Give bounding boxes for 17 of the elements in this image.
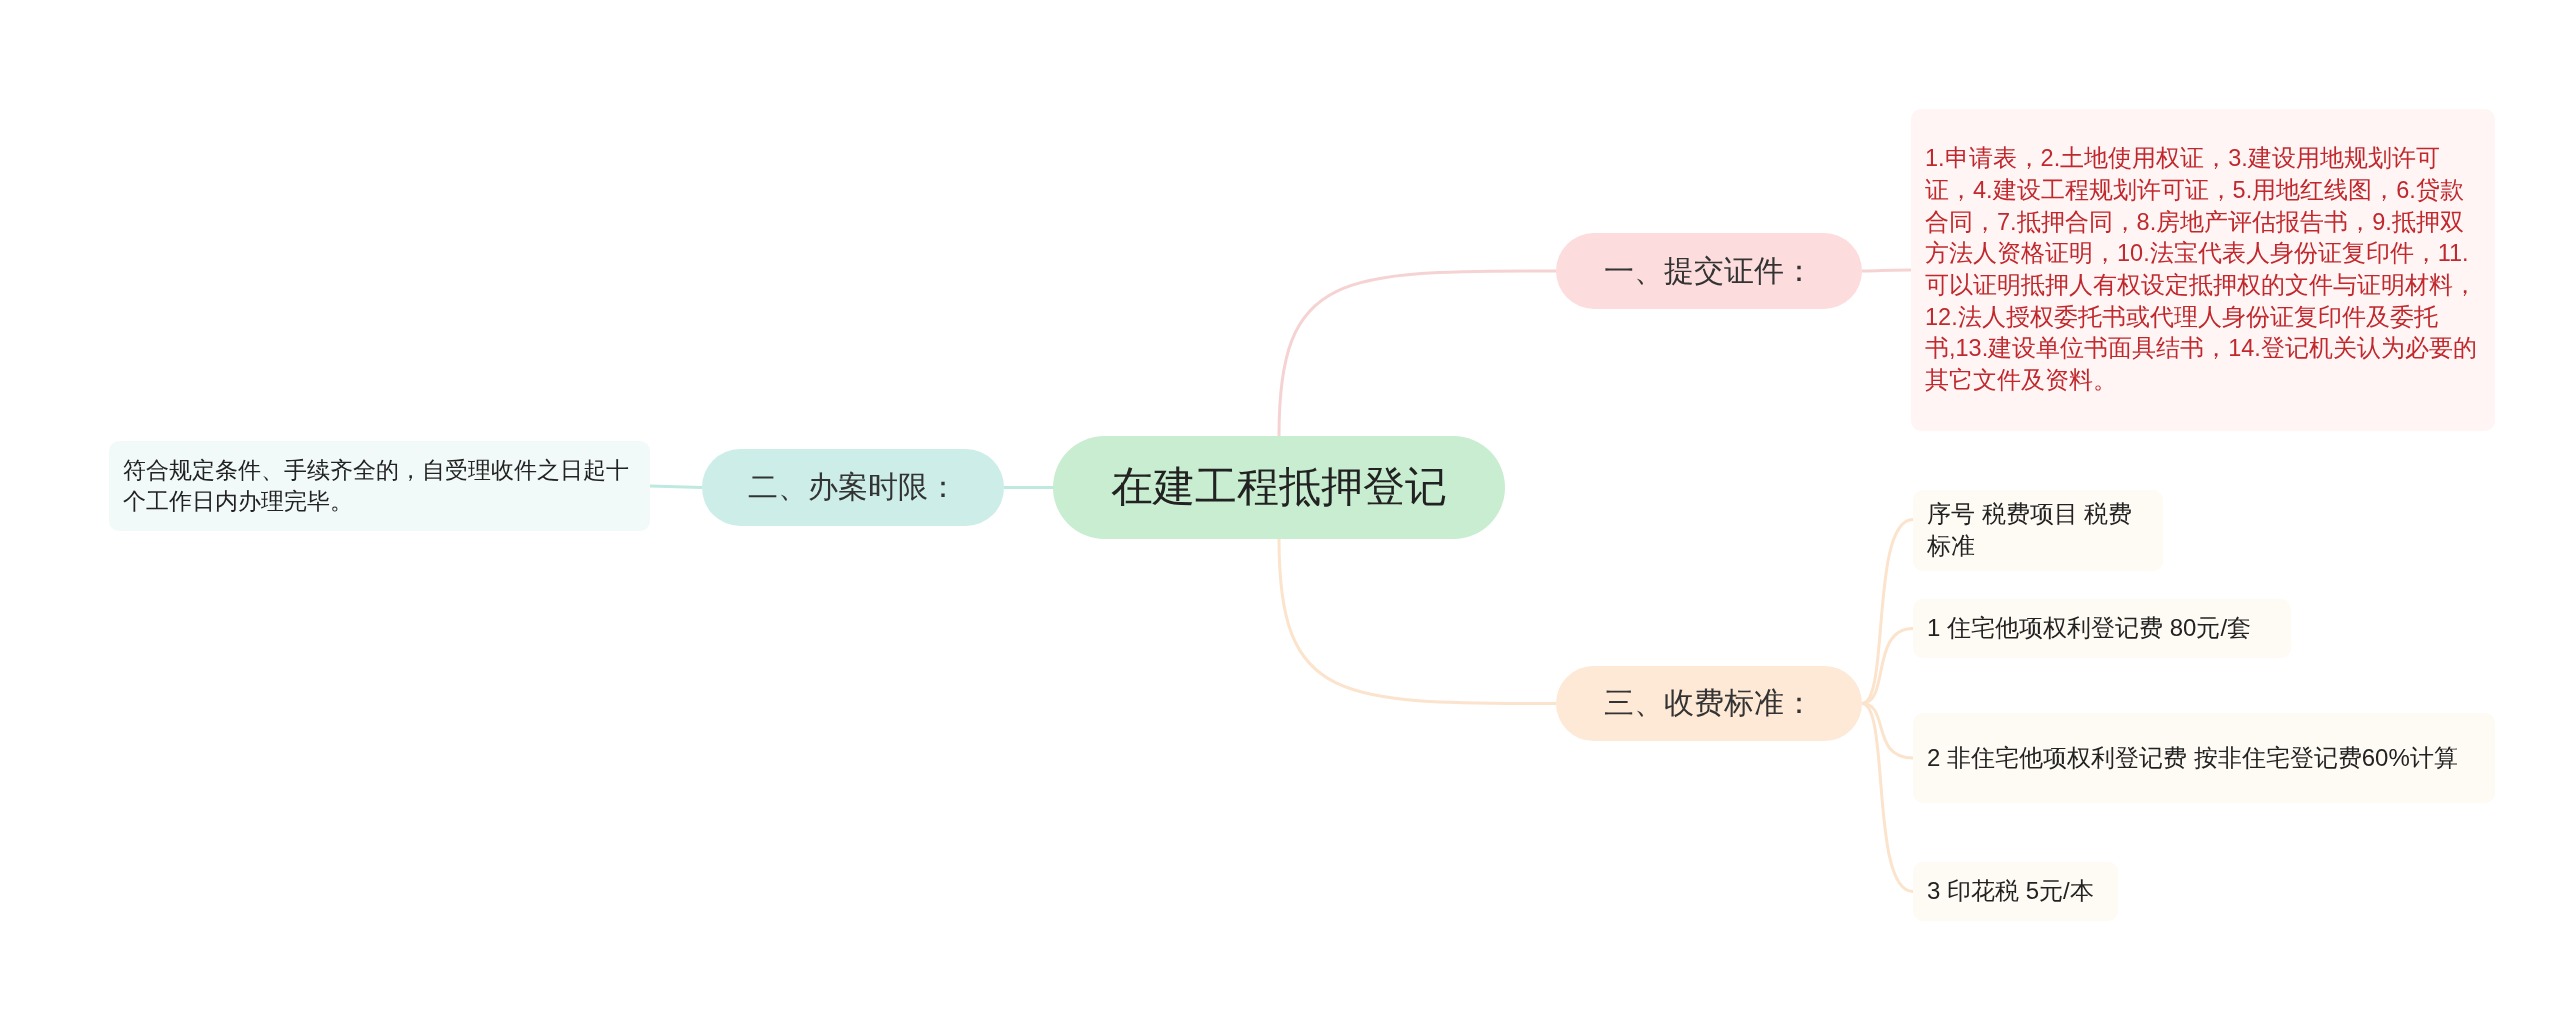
connector-line [1861,518,1914,705]
branch-topic: 一、提交证件： [1556,233,1862,309]
detail-note: 1.申请表，2.土地使用权证，3.建设用地规划许可证，4.建设工程规划许可证，5.用地红线图，6.贷款合同，7.抵押合同，8.房地产评估报告书，9.抵押双方法人资格证明，10.法宝代表人身份证复印件，11.可以证明抵押人有权设定抵押权的文件与证明材料，12.法人授权委托书或代理人身份证复印件及委托书,13.建设单位书面具结书，14.登记机关认为必要的其它文件及资料。 [1911,109,2495,431]
detail-note: 序号 税费项目 税费标准 [1913,490,2163,571]
detail-note: 3 印花税 5元/本 [1913,862,2118,921]
connector-line [649,484,703,489]
branch-topic: 三、收费标准： [1556,666,1862,741]
connector-line [1277,538,1556,705]
detail-note: 2 非住宅他项权利登记费 按非住宅登记费60%计算 [1913,713,2495,803]
central-topic: 在建工程抵押登记 [1053,436,1505,539]
connector-line [1861,702,1914,893]
detail-note: 符合规定条件、手续齐全的，自受理收件之日起十个工作日内办理完毕。 [109,441,650,531]
detail-note: 1 住宅他项权利登记费 80元/套 [1913,599,2291,658]
branch-topic: 二、办案时限： [702,449,1004,526]
connector-line [1004,486,1053,489]
connector-line [1862,268,1911,273]
connector-line [1277,269,1556,437]
